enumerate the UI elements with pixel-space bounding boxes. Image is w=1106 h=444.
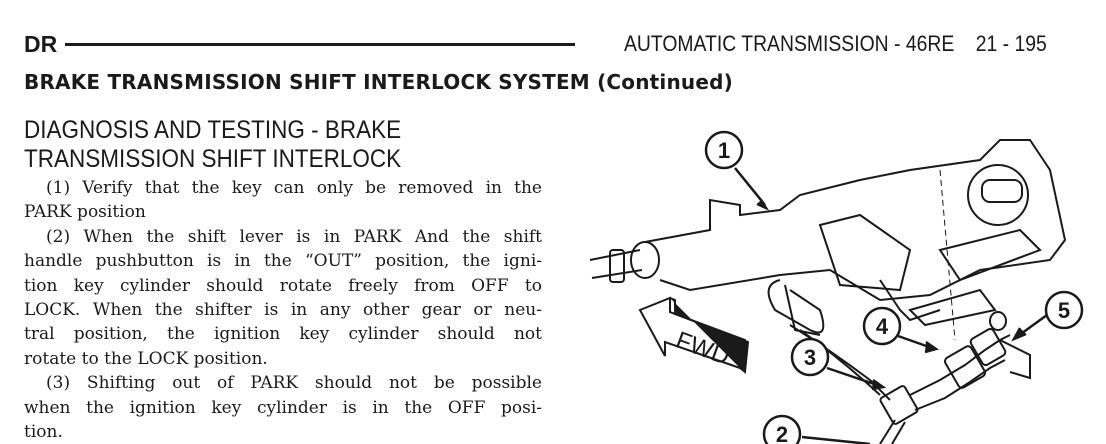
- page-number: 21 - 195: [975, 31, 1047, 56]
- step-2-line: tion key cylinder should rotate freely f…: [24, 275, 542, 296]
- steering-column-drawing: [589, 139, 1067, 401]
- callout-2: 2: [762, 414, 802, 444]
- callout-1: 1: [704, 130, 744, 170]
- callout-leaders: [734, 167, 1048, 444]
- section-heading: BRAKE TRANSMISSION SHIFT INTERLOCK SYSTE…: [24, 70, 733, 94]
- svg-text:2: 2: [776, 422, 788, 444]
- callout-3: 3: [790, 337, 830, 377]
- step-1-line: (1) Verify that the key can only be remo…: [46, 178, 542, 198]
- header-rule: [65, 42, 576, 46]
- step-2-line: rotate to the LOCK position.: [24, 348, 268, 369]
- svg-text:5: 5: [1058, 298, 1070, 323]
- title-line: DIAGNOSIS AND TESTING - BRAKE: [24, 116, 402, 144]
- chapter-title: AUTOMATIC TRANSMISSION - 46RE: [624, 31, 955, 56]
- callout-4: 4: [862, 306, 902, 346]
- step-2-line: tral position, the ignition key cylinder…: [24, 324, 542, 345]
- page-header: DR AUTOMATIC TRANSMISSION - 46RE 21 - 19…: [24, 30, 1094, 58]
- steering-column-illustration: FWD 1 2 3 4 5: [589, 130, 1084, 444]
- step-2-line: handle pushbutton is in the “OUT” positi…: [24, 251, 542, 272]
- fwd-arrow: FWD: [638, 296, 750, 374]
- step-3-line: when the ignition key cylinder is in the…: [24, 397, 542, 418]
- title-line: TRANSMISSION SHIFT INTERLOCK: [24, 145, 402, 173]
- svg-text:4: 4: [876, 314, 889, 339]
- step-3-line: (3) Shifting out of PARK should not be p…: [46, 373, 542, 394]
- step-2-line: (2) When the shift lever is in PARK And …: [46, 226, 542, 247]
- step-1-line: PARK position: [24, 202, 146, 223]
- step-3-line: tion.: [24, 422, 63, 443]
- step-2-line: LOCK. When the shifter is in any other g…: [24, 300, 542, 321]
- svg-text:1: 1: [718, 138, 730, 163]
- shift-interlock-solenoid: [879, 311, 1031, 444]
- callout-5: 5: [1044, 290, 1084, 330]
- procedure-steps: (1) Verify that the key can only be remo…: [24, 176, 542, 444]
- chapter-and-page: AUTOMATIC TRANSMISSION - 46RE 21 - 195: [624, 31, 1047, 57]
- svg-text:3: 3: [804, 345, 816, 370]
- section-code: DR: [24, 30, 58, 57]
- page-title: DIAGNOSIS AND TESTING - BRAKE TRANSMISSI…: [24, 116, 401, 174]
